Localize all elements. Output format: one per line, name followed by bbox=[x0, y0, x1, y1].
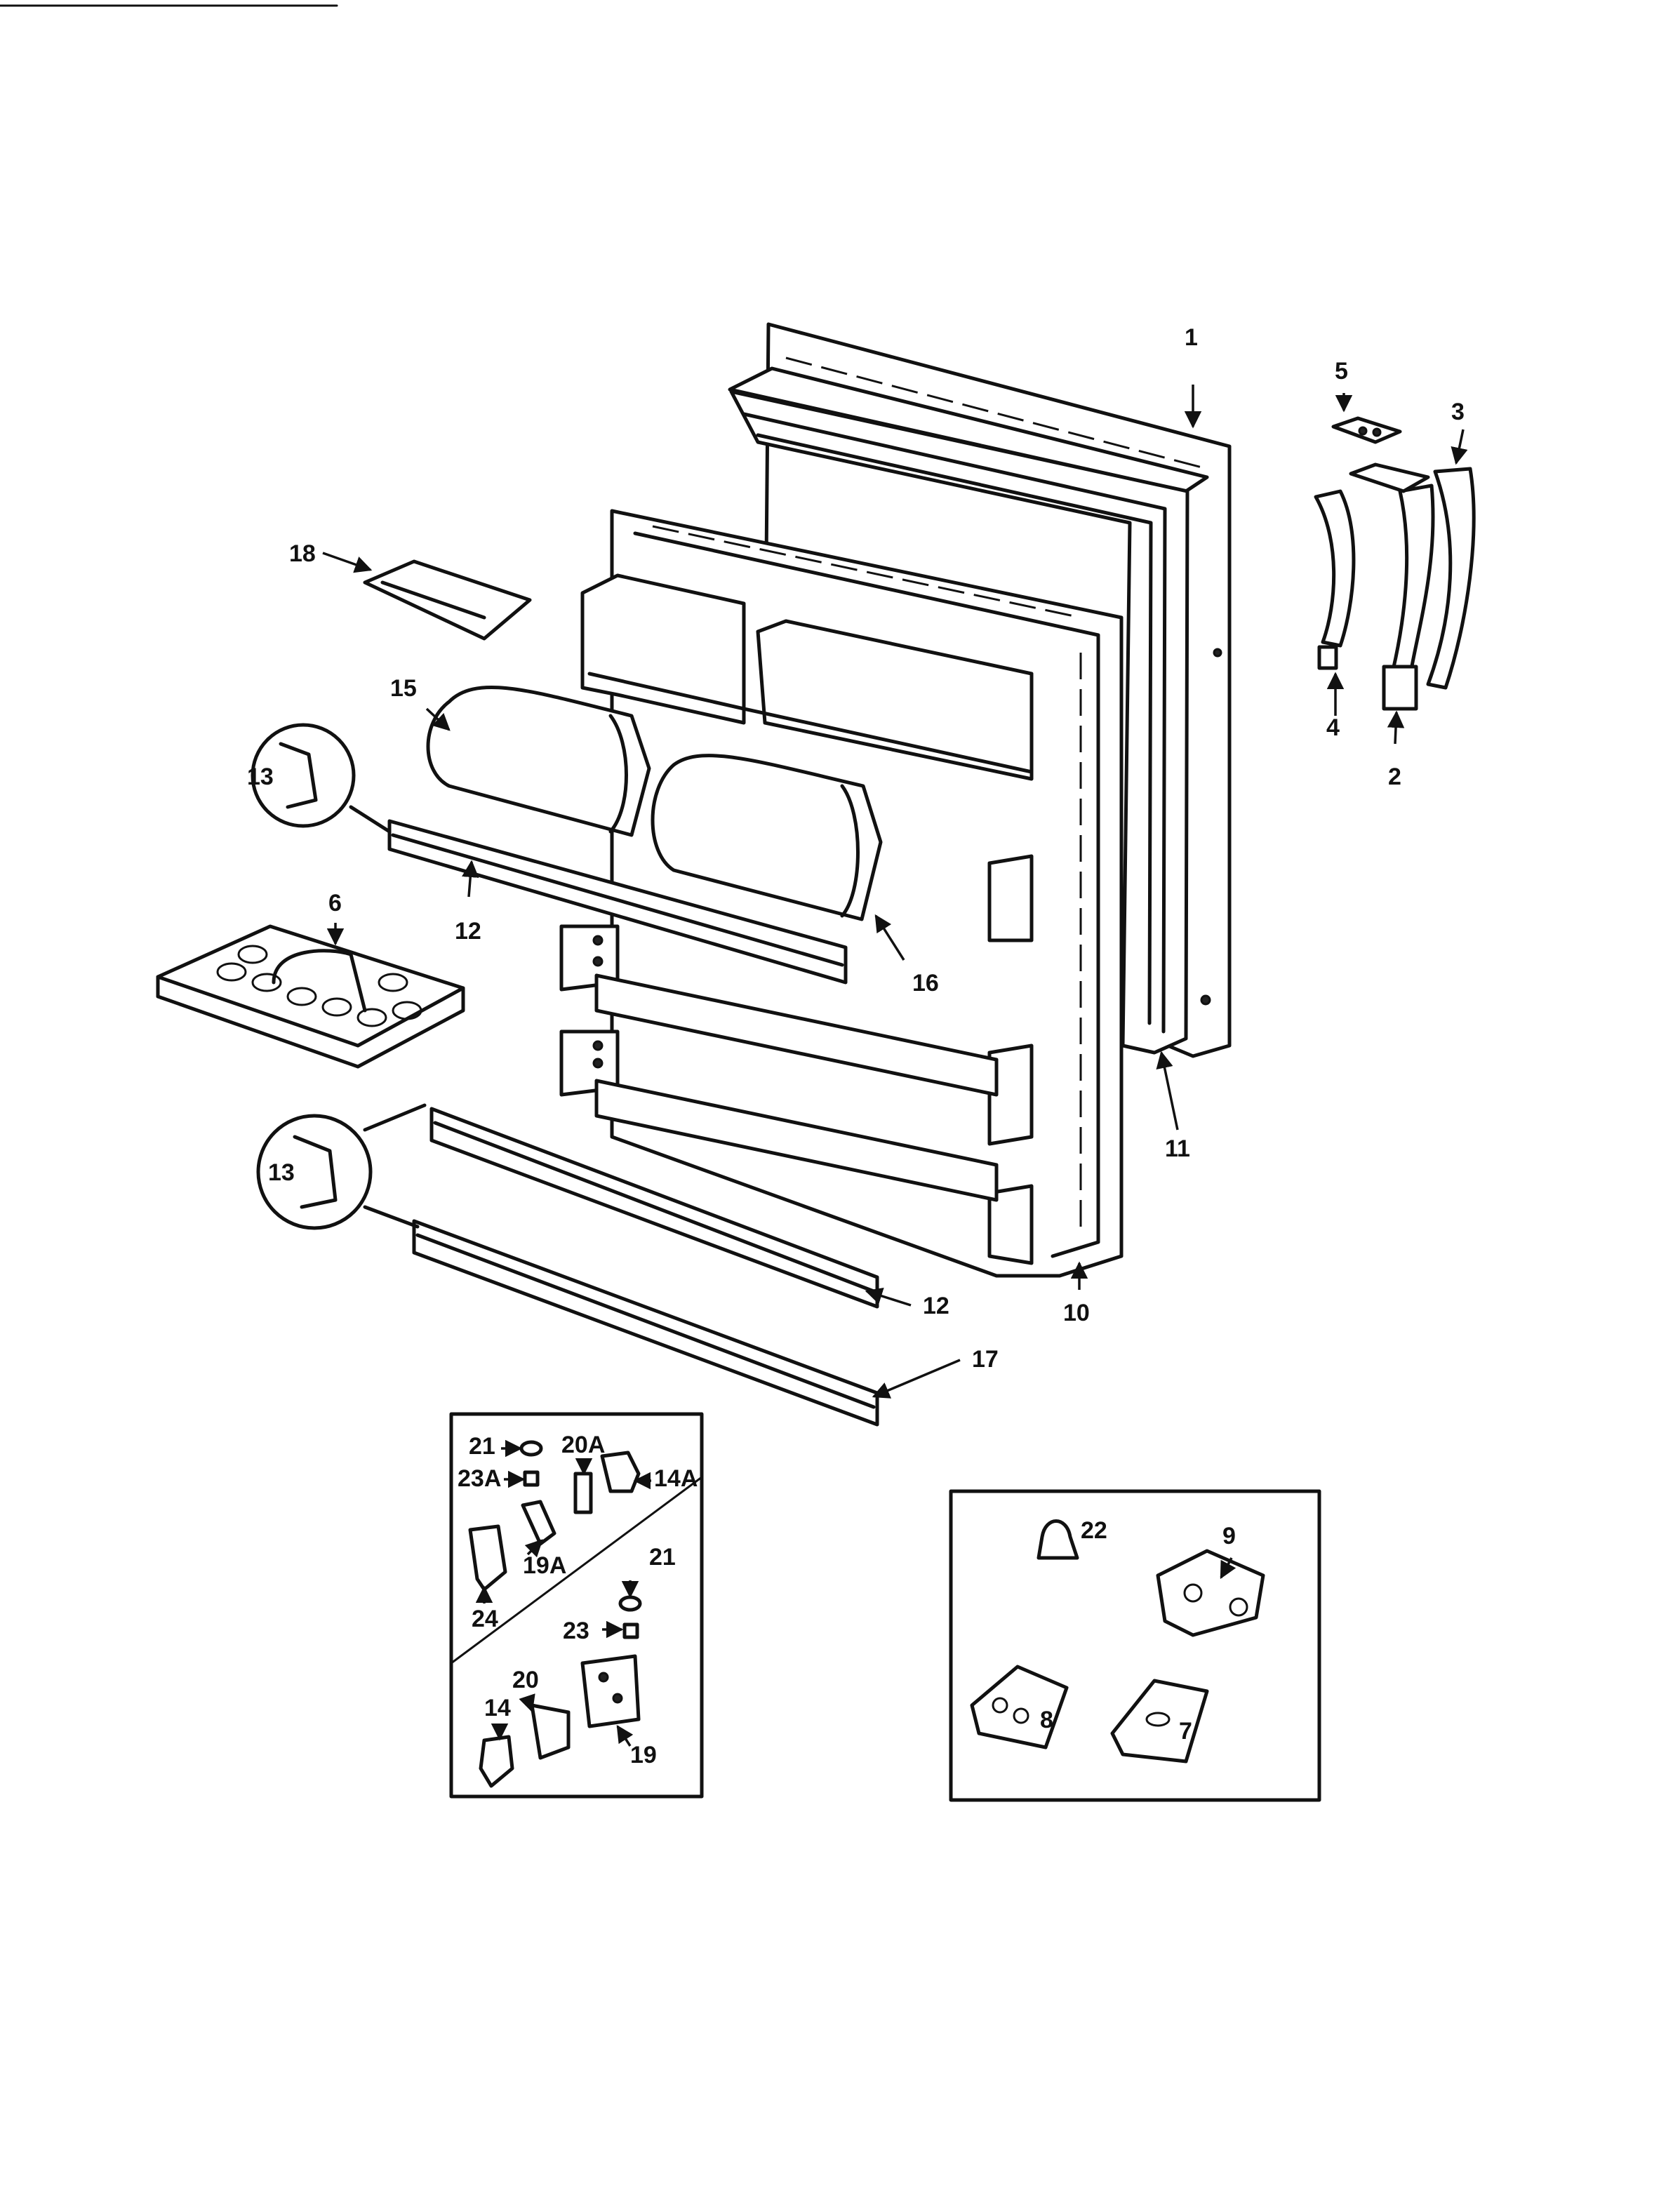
hinge-part-19A bbox=[521, 1500, 556, 1546]
bushing-part-23A bbox=[523, 1470, 540, 1487]
label-part-7: 7 bbox=[1179, 1718, 1192, 1745]
label-part-21-bottom: 21 bbox=[649, 1544, 676, 1571]
butter-tray-part-18 bbox=[363, 559, 532, 641]
hinge-part-2 bbox=[1382, 484, 1435, 711]
hinge-plate-part-14A bbox=[600, 1451, 641, 1493]
label-part-24: 24 bbox=[472, 1606, 498, 1632]
bushing-part-23 bbox=[622, 1622, 639, 1639]
label-part-14: 14 bbox=[484, 1695, 511, 1721]
hinge-plate-part-14 bbox=[479, 1735, 514, 1788]
bracket-part-8 bbox=[970, 1665, 1069, 1749]
label-part-13-lower: 13 bbox=[268, 1159, 295, 1186]
label-part-14A: 14A bbox=[654, 1465, 698, 1492]
bracket-part-7 bbox=[1110, 1679, 1209, 1764]
leader-arrows bbox=[322, 385, 1468, 1747]
label-part-16: 16 bbox=[912, 970, 939, 996]
hardware-parts-inset-right bbox=[949, 1489, 1321, 1802]
part-number-labels: 1 2 3 4 5 6 7 8 9 10 11 12 12 13 13 14 1… bbox=[247, 324, 1465, 1768]
shelf-bar-part-12-lower bbox=[429, 1107, 879, 1309]
label-part-23A: 23A bbox=[458, 1465, 501, 1492]
label-part-18: 18 bbox=[289, 540, 316, 567]
shim-part-20A bbox=[573, 1472, 593, 1514]
label-part-9: 9 bbox=[1222, 1523, 1236, 1549]
shelf-clip-detail-part-13-upper bbox=[251, 723, 392, 834]
label-part-1: 1 bbox=[1185, 324, 1198, 351]
dairy-door-part-16 bbox=[651, 754, 883, 921]
label-part-10: 10 bbox=[1063, 1300, 1090, 1326]
label-part-19A: 19A bbox=[523, 1552, 566, 1579]
label-part-23: 23 bbox=[563, 1618, 589, 1644]
label-part-12-lower: 12 bbox=[923, 1293, 949, 1319]
washer-part-21-bottom bbox=[618, 1595, 642, 1612]
label-part-4: 4 bbox=[1326, 714, 1340, 741]
label-part-15: 15 bbox=[390, 675, 417, 702]
door-stop-part-22 bbox=[1036, 1519, 1079, 1560]
hinge-part-19 bbox=[580, 1654, 641, 1728]
label-part-12-upper: 12 bbox=[455, 918, 481, 945]
label-part-20A: 20A bbox=[561, 1432, 605, 1458]
label-part-5: 5 bbox=[1335, 358, 1348, 385]
label-part-20: 20 bbox=[512, 1667, 539, 1693]
label-part-19: 19 bbox=[630, 1742, 657, 1768]
label-part-21-top: 21 bbox=[469, 1433, 495, 1460]
hinge-part-24 bbox=[468, 1524, 507, 1592]
dairy-door-part-15 bbox=[426, 686, 651, 837]
hinge-strap-part-4 bbox=[1314, 489, 1356, 670]
label-part-6: 6 bbox=[328, 890, 342, 916]
shim-part-20 bbox=[530, 1703, 571, 1760]
hinge-cover-part-3 bbox=[1426, 467, 1476, 690]
label-part-8: 8 bbox=[1040, 1707, 1053, 1733]
washer-part-21-top bbox=[519, 1440, 543, 1457]
label-part-3: 3 bbox=[1451, 399, 1465, 425]
shelf-clip-detail-part-13-lower bbox=[256, 1103, 427, 1230]
label-part-11: 11 bbox=[1165, 1135, 1190, 1162]
label-part-13-upper: 13 bbox=[247, 764, 274, 790]
hinge-bracket-part-9 bbox=[1156, 1549, 1265, 1637]
hinge-parts-inset-left bbox=[449, 1412, 704, 1799]
label-part-22: 22 bbox=[1081, 1517, 1107, 1544]
shelf-bar-part-17 bbox=[412, 1219, 879, 1427]
door-gasket-part-11 bbox=[729, 389, 1189, 1055]
egg-tray-part-6 bbox=[156, 924, 465, 1069]
label-part-17: 17 bbox=[972, 1346, 999, 1373]
hinge-shim-part-5 bbox=[1331, 416, 1430, 493]
label-part-2: 2 bbox=[1388, 764, 1401, 790]
shelf-bar-part-12-upper bbox=[387, 819, 848, 985]
